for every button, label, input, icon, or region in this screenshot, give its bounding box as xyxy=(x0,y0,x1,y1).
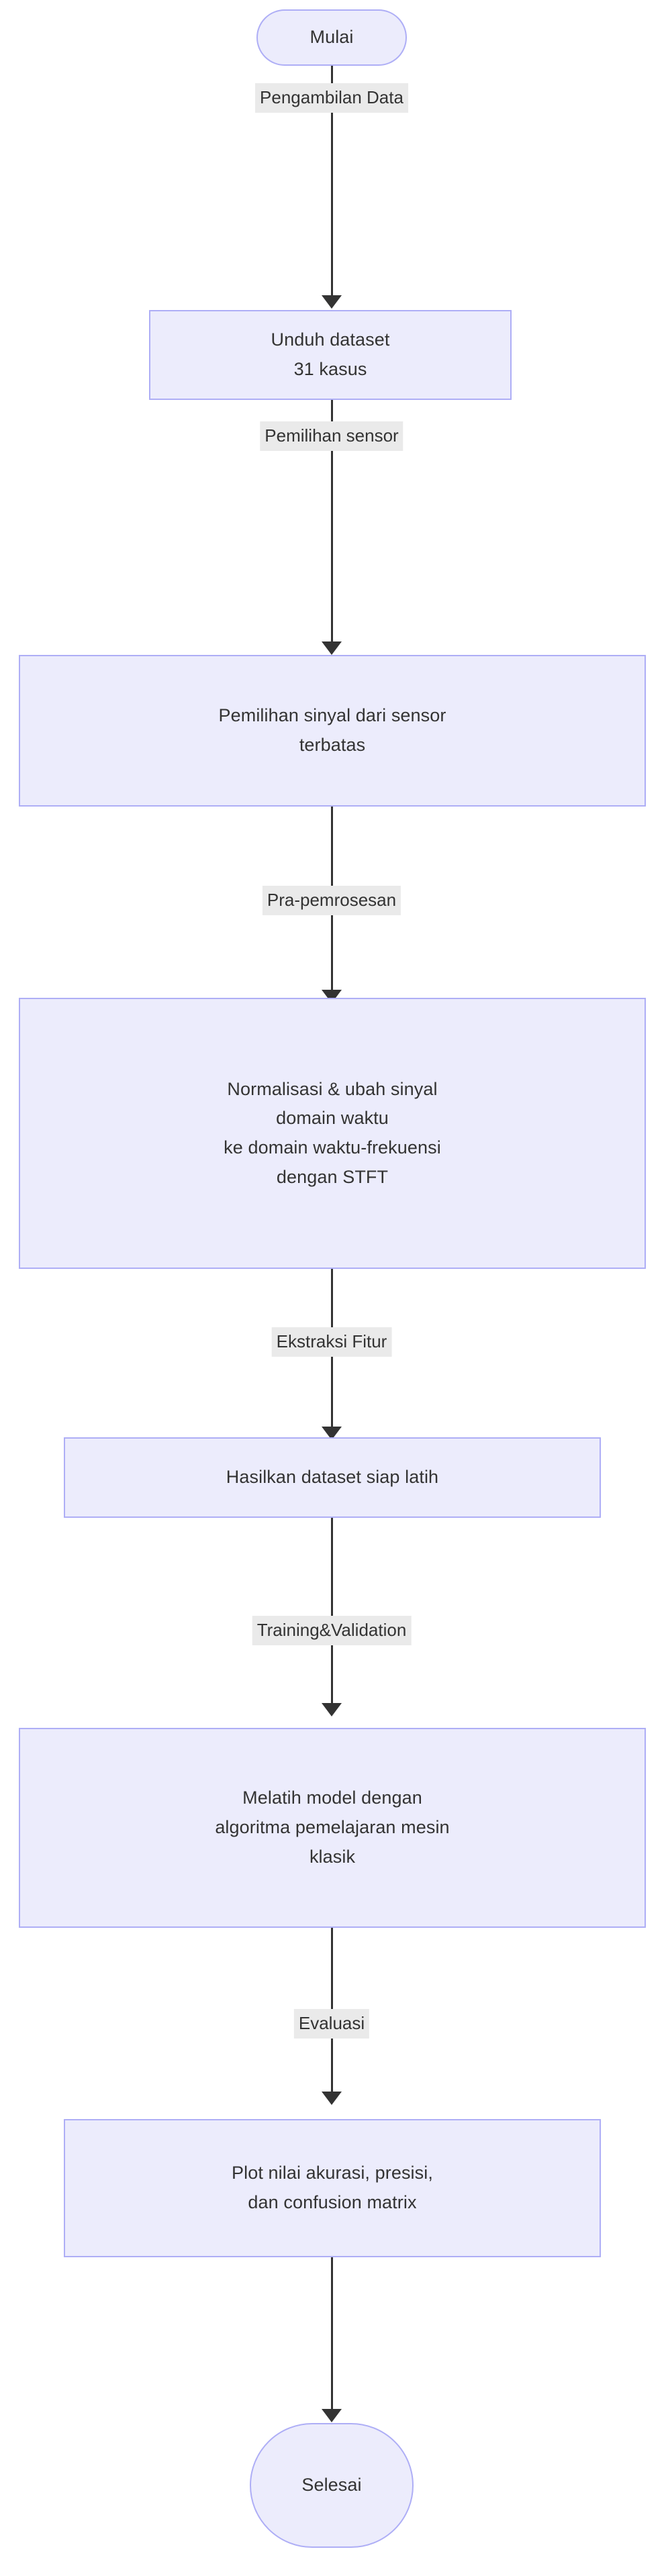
edge-label-pra-pemrosesan: Pra-pemrosesan xyxy=(262,886,401,915)
arrowhead-unduh-to-pemilihan xyxy=(322,641,342,655)
edge-label-evaluasi: Evaluasi xyxy=(293,2009,370,2039)
arrowhead-hasilkan-to-melatih xyxy=(322,1703,342,1716)
connector-unduh-to-pemilihan xyxy=(331,400,333,643)
edge-label-pemilihan-sensor: Pemilihan sensor xyxy=(260,421,403,451)
node-mulai[interactable]: Mulai xyxy=(256,9,407,66)
node-selesai-label: Selesai xyxy=(301,2475,362,2495)
connector-mulai-to-unduh xyxy=(331,66,333,297)
node-pemilihan-sinyal[interactable]: Pemilihan sinyal dari sensor terbatas xyxy=(19,655,646,807)
node-hasilkan-dataset[interactable]: Hasilkan dataset siap latih xyxy=(64,1437,601,1518)
node-normalisasi-stft[interactable]: Normalisasi & ubah sinyal domain waktu k… xyxy=(19,998,646,1269)
connector-hasilkan-to-melatih xyxy=(331,1518,333,1704)
arrowhead-mulai-to-unduh xyxy=(322,295,342,309)
edge-label-training-validation: Training&Validation xyxy=(252,1616,412,1645)
arrowhead-melatih-to-plot xyxy=(322,2092,342,2105)
arrowhead-normalisasi-to-hasilkan xyxy=(322,1427,342,1440)
node-mulai-label: Mulai xyxy=(310,27,354,48)
edge-label-pengambilan-data: Pengambilan Data xyxy=(255,83,408,113)
node-unduh-dataset-label: Unduh dataset 31 kasus xyxy=(271,329,390,379)
arrowhead-plot-to-selesai xyxy=(322,2409,342,2422)
node-melatih-model[interactable]: Melatih model dengan algoritma pemelajar… xyxy=(19,1728,646,1928)
node-normalisasi-stft-label: Normalisasi & ubah sinyal domain waktu k… xyxy=(224,1078,441,1187)
node-melatih-model-label: Melatih model dengan algoritma pemelajar… xyxy=(215,1788,450,1867)
node-hasilkan-dataset-label: Hasilkan dataset siap latih xyxy=(226,1467,439,1488)
connector-plot-to-selesai xyxy=(331,2257,333,2410)
node-selesai[interactable]: Selesai xyxy=(250,2423,414,2548)
node-plot-metrik-label: Plot nilai akurasi, presisi, dan confusi… xyxy=(232,2163,433,2212)
node-plot-metrik[interactable]: Plot nilai akurasi, presisi, dan confusi… xyxy=(64,2119,601,2257)
edge-label-ekstraksi-fitur: Ekstraksi Fitur xyxy=(271,1327,392,1357)
node-unduh-dataset[interactable]: Unduh dataset 31 kasus xyxy=(149,310,512,400)
node-pemilihan-sinyal-label: Pemilihan sinyal dari sensor terbatas xyxy=(218,705,446,755)
